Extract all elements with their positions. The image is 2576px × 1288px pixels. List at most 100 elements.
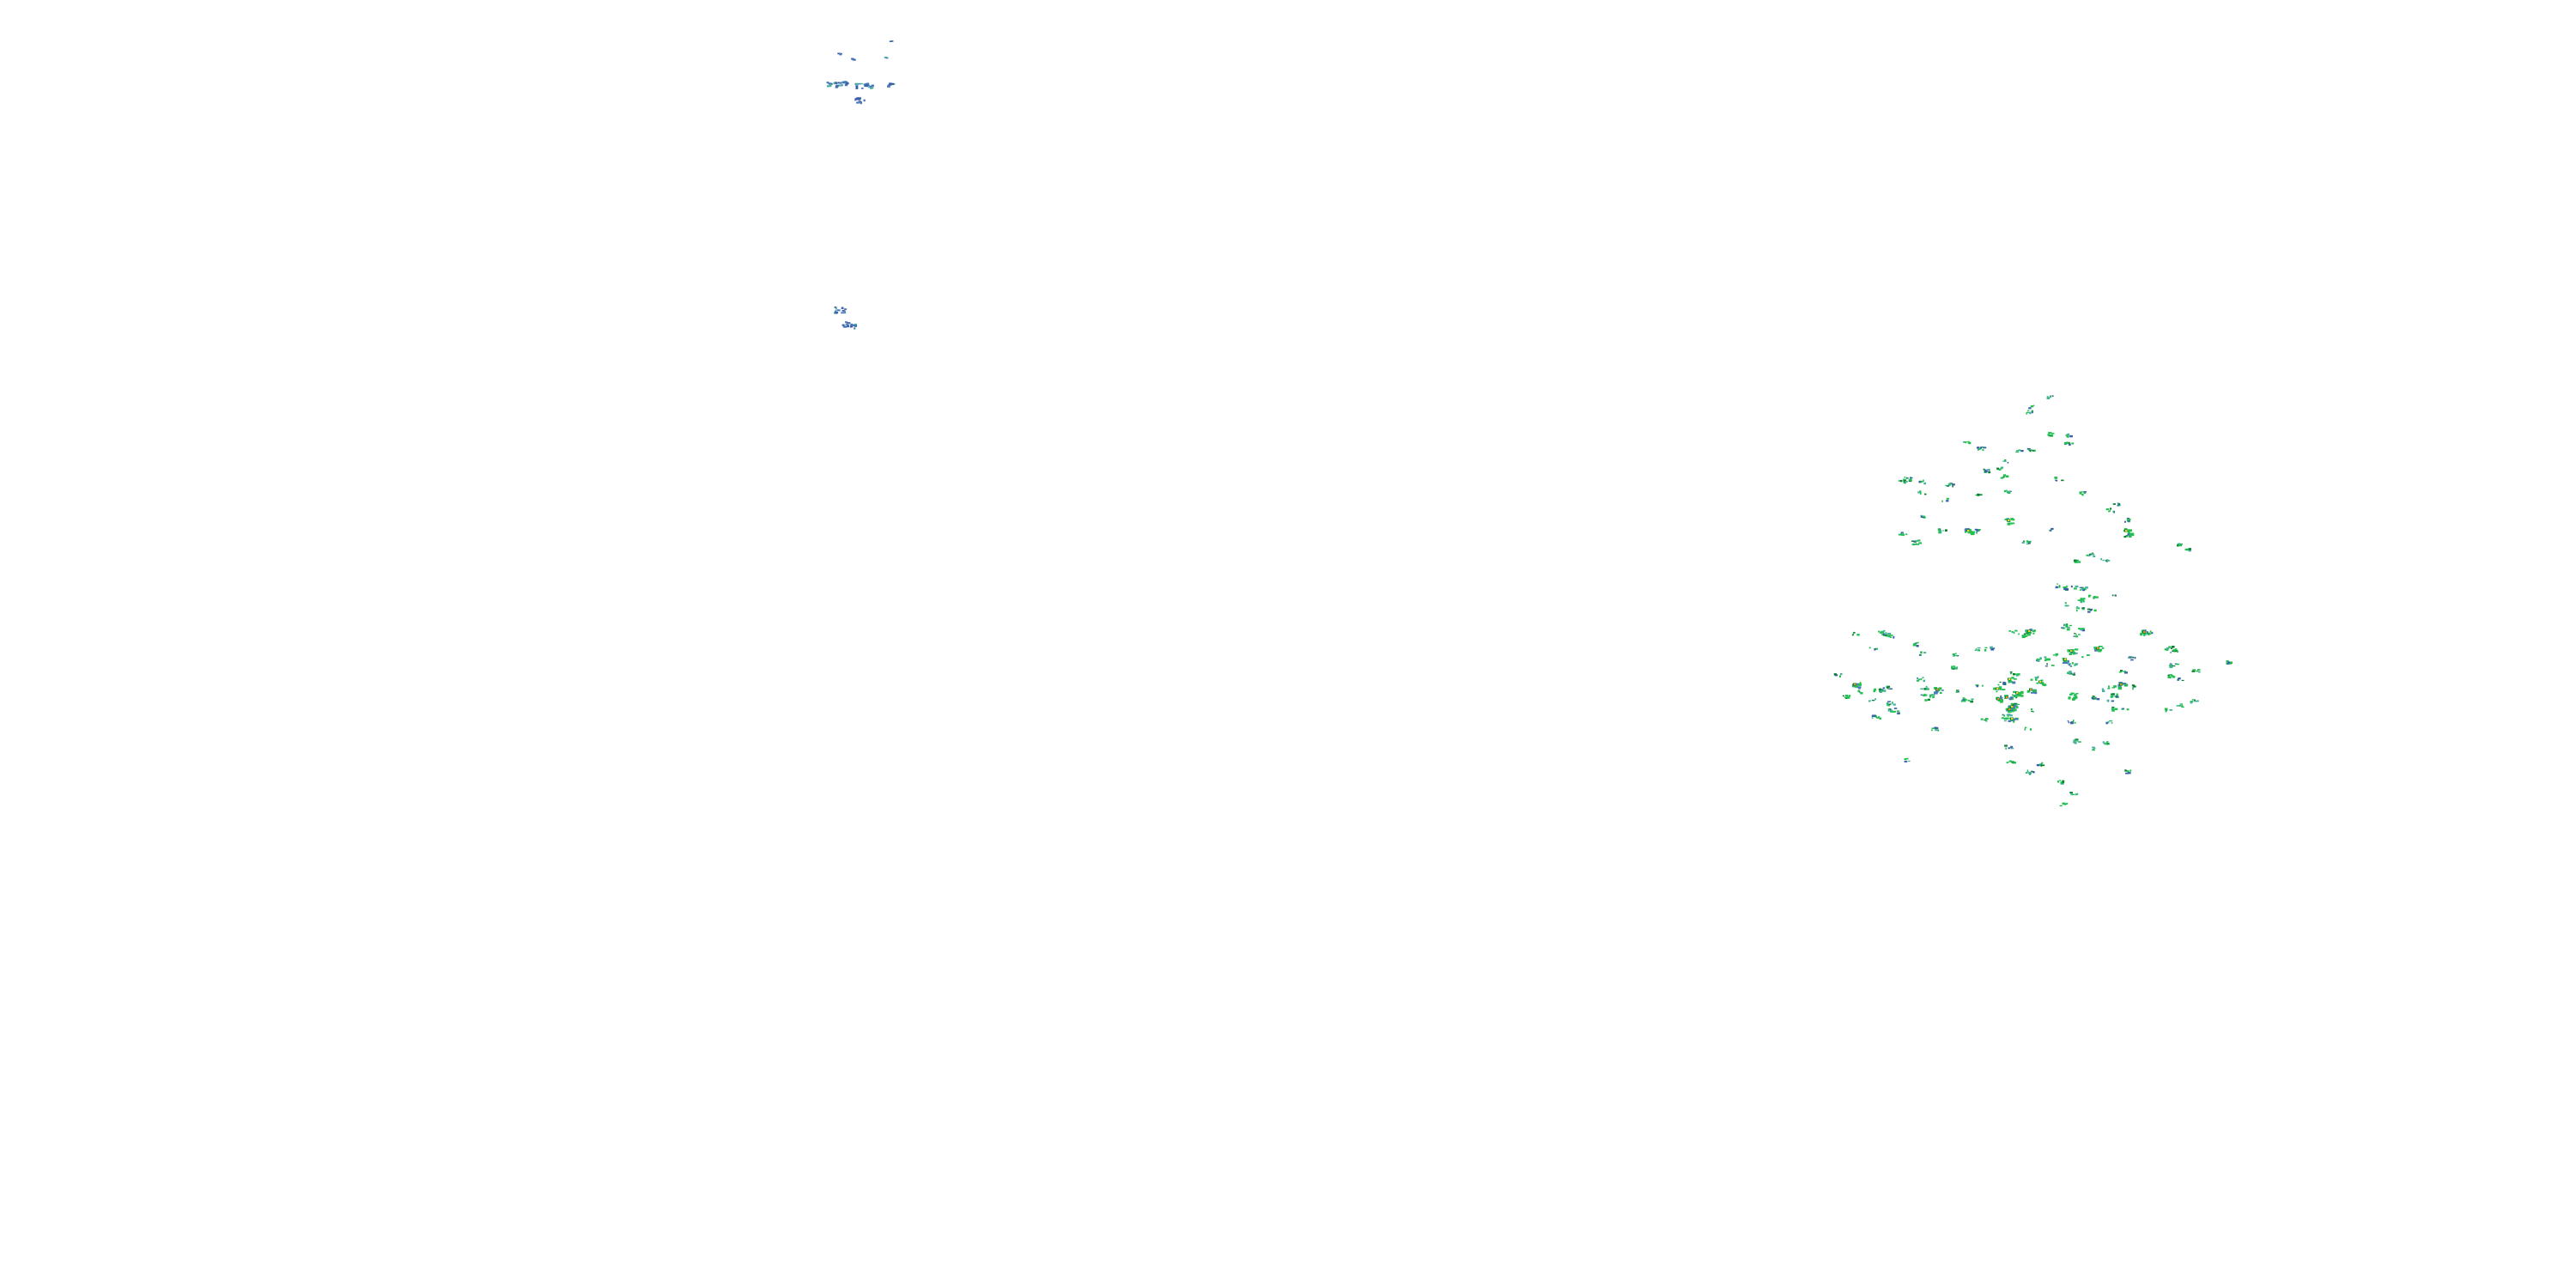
radar-echo-cell: [2005, 718, 2008, 720]
radar-echo-cell: [2013, 708, 2017, 712]
radar-echo-cell: [2072, 698, 2075, 701]
radar-echo-cell: [1971, 698, 1974, 700]
radar-echo-cell: [2164, 708, 2168, 710]
radar-echo-cell: [1998, 686, 2002, 690]
radar-echo-cell: [2013, 720, 2015, 723]
radar-echo-cell: [2111, 708, 2115, 710]
radar-echo-cell: [835, 312, 838, 314]
radar-echo-cell: [2008, 681, 2011, 683]
radar-echo-cell: [1918, 480, 1921, 483]
radar-echo-cell: [2011, 630, 2014, 634]
radar-echo-cell: [1924, 493, 1927, 495]
radar-echo-cell: [864, 84, 867, 88]
radar-echo-cell: [1984, 649, 1987, 652]
radar-echo-cell: [2131, 684, 2136, 687]
radar-echo-cell: [2027, 542, 2031, 544]
radar-echo-cell: [1887, 701, 1891, 702]
radar-echo-cell: [2034, 677, 2038, 679]
radar-echo-cell: [2109, 509, 2111, 512]
radar-echo-cell: [2072, 673, 2075, 676]
radar-echo-cell: [1857, 683, 1862, 686]
radar-echo-cell: [2127, 519, 2130, 522]
radar-echo-cell: [2070, 692, 2074, 694]
radar-echo-cell: [843, 308, 848, 310]
radar-echo-cell: [2066, 802, 2069, 805]
radar-echo-cell: [1896, 710, 1900, 713]
radar-echo-cell: [2118, 671, 2122, 673]
radar-echo-cell: [2100, 558, 2103, 561]
radar-echo-cell: [1956, 655, 1959, 657]
radar-echo-cell: [1941, 690, 1944, 691]
radar-echo-cell: [2008, 711, 2012, 714]
radar-echo-cell: [2126, 708, 2129, 711]
radar-echo-cell: [1901, 532, 1904, 535]
radar-echo-cell: [2044, 656, 2047, 659]
radar-echo-cell: [2029, 449, 2032, 453]
radar-echo-cell: [1857, 690, 1860, 693]
radar-echo-cell: [845, 82, 849, 85]
radar-echo-cell: [2123, 671, 2127, 672]
radar-echo-cell: [1938, 531, 1942, 534]
radar-echo-cell: [2010, 702, 2014, 706]
radar-echo-cell: [2031, 691, 2035, 694]
radar-echo-cell: [1889, 709, 1893, 712]
radar-echo-cell: [1953, 665, 1956, 667]
radar-echo-cell: [2064, 442, 2067, 445]
radar-echo-cell: [1923, 694, 1926, 696]
radar-echo-cell: [2120, 670, 2123, 672]
radar-echo-cell: [866, 83, 869, 86]
radar-echo-cell: [2026, 771, 2029, 773]
radar-echo-cell: [2087, 555, 2091, 557]
radar-echo-cell: [2011, 677, 2014, 679]
radar-echo-cell: [2006, 762, 2009, 763]
radar-echo-cell: [2081, 628, 2085, 630]
radar-echo-cell: [842, 312, 847, 314]
radar-echo-cell: [2111, 700, 2115, 702]
radar-echo-cell: [2005, 475, 2009, 478]
radar-echo-cell: [2076, 739, 2078, 742]
radar-echo-cell: [2175, 648, 2178, 651]
radar-echo-cell: [2037, 659, 2040, 662]
radar-echo-cell: [2059, 780, 2061, 781]
radar-echo-cell: [2031, 410, 2033, 414]
radar-echo-cell: [2015, 674, 2019, 677]
radar-echo-cell: [829, 84, 832, 88]
radar-echo-cell: [2026, 769, 2029, 772]
radar-echo-cell: [2087, 595, 2091, 598]
radar-echo-cell: [1999, 698, 2002, 701]
radar-echo-cell: [2014, 703, 2018, 706]
radar-echo-cell: [855, 85, 859, 88]
radar-echo-cell: [2003, 682, 2007, 684]
radar-echo-cell: [1970, 701, 1974, 703]
radar-echo-cell: [2039, 763, 2043, 765]
radar-echo-cell: [1974, 649, 1978, 652]
radar-echo-cell: [863, 99, 866, 102]
radar-echo-cell: [2010, 518, 2014, 520]
radar-echo-cell: [2063, 587, 2067, 591]
radar-echo-cell: [2190, 702, 2193, 704]
radar-echo-cell: [2014, 629, 2018, 632]
radar-echo-cell: [890, 40, 894, 42]
radar-echo-cell: [2067, 672, 2071, 675]
radar-echo-cell: [2080, 598, 2083, 600]
radar-echo-cell: [1978, 447, 1981, 451]
radar-echo-cell: [2074, 587, 2077, 590]
radar-echo-cell: [2227, 661, 2231, 664]
radar-echo-cell: [2008, 747, 2010, 750]
radar-echo-cell: [1905, 481, 1908, 483]
radar-echo-cell: [1976, 685, 1979, 688]
radar-echo-cell: [2075, 635, 2079, 638]
radar-echo-cell: [834, 307, 837, 308]
radar-echo-cell: [2075, 607, 2080, 609]
radar-echo-cell: [2075, 609, 2078, 612]
radar-echo-cell: [2055, 586, 2058, 589]
radar-echo-cell: [1978, 448, 1979, 451]
radar-echo-cell: [836, 84, 840, 87]
radar-echo-cell: [2088, 594, 2092, 597]
radar-echo-cell: [1868, 700, 1871, 702]
radar-echo-core: [2028, 630, 2031, 632]
radar-echo-cell: [1982, 448, 1984, 451]
radar-echo-cell: [2177, 544, 2179, 547]
radar-echo-cell: [1922, 677, 1924, 678]
radar-echo-cell: [845, 323, 848, 325]
